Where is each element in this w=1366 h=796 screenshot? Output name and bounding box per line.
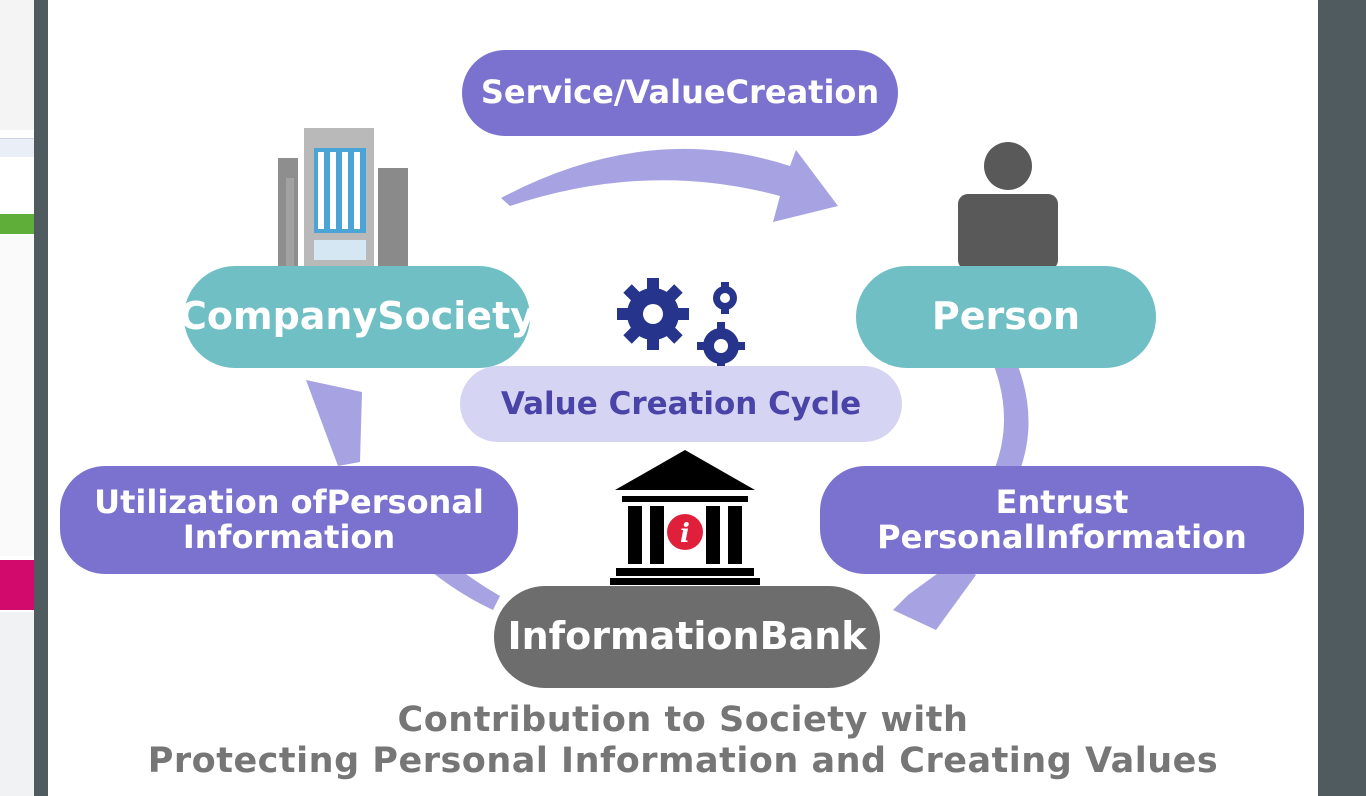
service-value-creation-label: Service/ValueCreation [462, 50, 898, 136]
company-society-node: CompanySociety [179, 266, 535, 368]
information-bank-node: InformationBank [494, 586, 880, 688]
background-window-strip [0, 0, 34, 796]
entrust-label: Entrust PersonalInformation [820, 466, 1304, 574]
gears-icon [617, 278, 745, 370]
bank-icon: i [610, 450, 760, 585]
diagram-caption: Contribution to Society with Protecting … [147, 700, 1219, 782]
person-node: Person [856, 266, 1156, 368]
svg-text:i: i [680, 519, 690, 549]
value-creation-cycle-label: Value Creation Cycle [460, 366, 902, 442]
utilization-label: Utilization ofPersonal Information [60, 466, 518, 574]
person-icon [958, 142, 1058, 270]
diagram-canvas: i Service/ValueCreation CompanySociety P… [48, 0, 1318, 796]
building-icon [278, 128, 408, 268]
